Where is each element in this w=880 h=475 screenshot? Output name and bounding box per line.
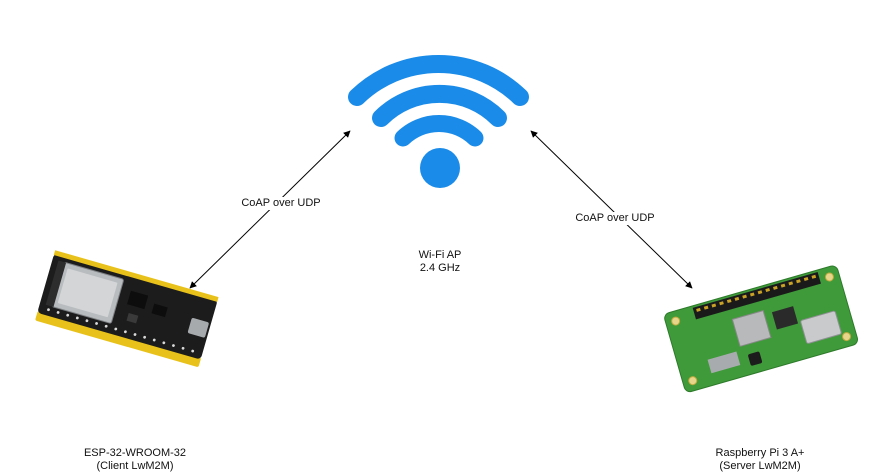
access-point-label: Wi-Fi AP 2.4 GHz xyxy=(390,249,490,275)
link-label-right: CoAP over UDP xyxy=(560,212,670,225)
link-label-left: CoAP over UDP xyxy=(226,197,336,210)
raspberry-pi-board-icon xyxy=(664,265,858,393)
esp32-device-role: (Client LwM2M) xyxy=(96,460,174,472)
esp32-device-label: ESP-32-WROOM-32 (Client LwM2M) xyxy=(40,447,230,473)
rpi-device-label: Raspberry Pi 3 A+ (Server LwM2M) xyxy=(660,447,860,473)
rpi-device-role: (Server LwM2M) xyxy=(719,460,801,472)
access-point-name: Wi-Fi AP xyxy=(418,249,462,261)
rpi-device-name: Raspberry Pi 3 A+ xyxy=(715,447,805,459)
wifi-icon xyxy=(348,55,529,188)
access-point-band: 2.4 GHz xyxy=(419,262,461,274)
link-arrow-right xyxy=(530,130,693,289)
esp32-board-icon xyxy=(35,250,219,367)
esp32-device-name: ESP-32-WROOM-32 xyxy=(83,447,187,459)
